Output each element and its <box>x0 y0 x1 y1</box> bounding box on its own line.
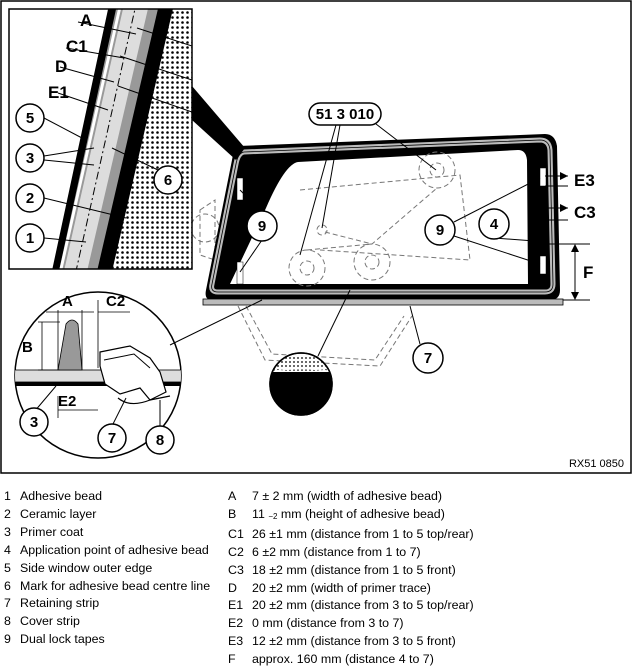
special-tool-callout: 51 3 010 <box>299 102 437 256</box>
label-A-detail: A <box>62 293 73 310</box>
callout-9-right: 9 <box>436 222 444 239</box>
callout-1: 1 <box>26 230 34 247</box>
right-dimensions: E3 C3 F <box>545 171 596 301</box>
detail-circle: A C2 B E2 3 7 8 <box>14 291 263 459</box>
installation-diagram: A C1 D E1 5 3 2 1 6 <box>0 0 632 474</box>
label-D: D <box>55 57 67 76</box>
callout-3-detail: 3 <box>30 414 38 431</box>
inset-callouts: 5 3 2 1 6 <box>15 103 183 253</box>
callout-4: 4 <box>490 216 499 233</box>
label-E3: E3 <box>574 171 595 190</box>
special-tool-label: 51 3 010 <box>316 106 374 123</box>
callout-2: 2 <box>26 190 34 207</box>
label-E1: E1 <box>48 83 69 102</box>
callout-3: 3 <box>26 150 34 167</box>
callout-6: 6 <box>164 172 172 189</box>
diagram-frame <box>0 0 632 474</box>
callout-7: 7 <box>424 350 432 367</box>
magnifier-circle <box>269 289 351 416</box>
label-A: A <box>80 11 92 30</box>
label-C1: C1 <box>66 37 88 56</box>
side-window-drawing <box>190 134 564 367</box>
reference-number: RX51 0850 <box>569 458 624 470</box>
cross-section-inset: A C1 D E1 5 3 2 1 6 <box>8 8 245 270</box>
label-C3: C3 <box>574 203 596 222</box>
label-B: B <box>22 339 33 356</box>
callout-8: 8 <box>156 432 164 449</box>
label-E2: E2 <box>58 393 76 410</box>
label-C2: C2 <box>106 293 125 310</box>
callout-9-left: 9 <box>258 218 266 235</box>
callout-7-detail: 7 <box>108 430 116 447</box>
label-F: F <box>583 263 593 282</box>
window-callouts: 9 9 4 7 <box>239 177 549 374</box>
callout-5: 5 <box>26 110 34 127</box>
